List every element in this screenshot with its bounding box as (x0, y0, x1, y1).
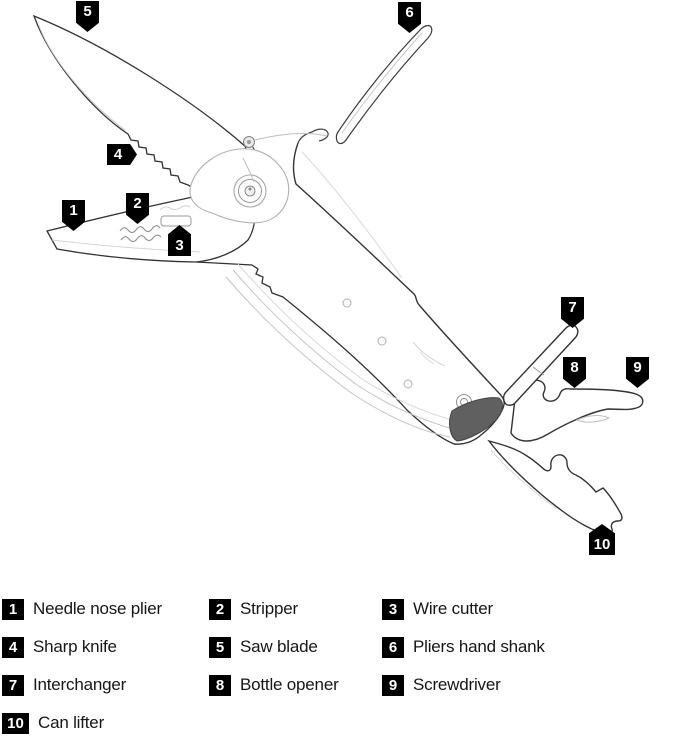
legend-number-badge: 8 (209, 674, 231, 696)
marker-flag-6: 6 (398, 2, 421, 33)
legend-label: Saw blade (240, 637, 318, 656)
can-lifter-arm (487, 439, 623, 535)
marker-number: 7 (568, 299, 577, 316)
opener-screwdriver-arm (510, 379, 644, 442)
marker-number: 8 (570, 359, 579, 376)
multitool-line-drawing (32, 14, 644, 535)
legend-number-badge: 10 (2, 712, 29, 734)
legend-label: Interchanger (33, 675, 127, 694)
marker-number: 2 (133, 195, 142, 212)
marker-number: 5 (83, 3, 92, 20)
legend-label: Screwdriver (413, 675, 501, 694)
legend-number-badge: 3 (382, 598, 404, 620)
marker-number: 9 (633, 359, 642, 376)
legend-item-sharp-knife: 4 Sharp knife (2, 628, 209, 666)
legend-item-needle-nose-plier: 1 Needle nose plier (2, 590, 209, 628)
parts-legend: 1 Needle nose plier 2 Stripper 3 Wire cu… (2, 590, 677, 737)
legend-number-badge: 2 (209, 598, 231, 620)
legend-number-badge: 7 (2, 674, 24, 696)
legend-item-stripper: 2 Stripper (209, 590, 382, 628)
legend-number-badge: 5 (209, 636, 231, 658)
legend-number-badge: 6 (382, 636, 404, 658)
marker-flag-3: 3 (168, 225, 191, 256)
legend-number-badge: 9 (382, 674, 404, 696)
pivot-head (189, 132, 328, 224)
legend-label: Wire cutter (413, 599, 493, 618)
legend-item-can-lifter: 10 Can lifter (2, 704, 209, 737)
legend-item-screwdriver: 9 Screwdriver (382, 666, 677, 704)
marker-number: 10 (593, 536, 611, 553)
legend-label: Pliers hand shank (413, 637, 545, 656)
marker-flag-7: 7 (561, 297, 584, 328)
marker-flag-8: 8 (563, 357, 586, 388)
marker-flag-1: 1 (62, 200, 85, 231)
legend-item-wire-cutter: 3 Wire cutter (382, 590, 677, 628)
legend-item-interchanger: 7 Interchanger (2, 666, 209, 704)
marker-flag-4: 4 (107, 144, 137, 165)
pliers-hand-shank (335, 24, 433, 145)
legend-item-saw-blade: 5 Saw blade (209, 628, 382, 666)
marker-flag-2: 2 (126, 193, 149, 224)
legend-number-badge: 1 (2, 598, 24, 620)
legend-item-bottle-opener: 8 Bottle opener (209, 666, 382, 704)
legend-item-pliers-hand-shank: 6 Pliers hand shank (382, 628, 677, 666)
legend-label: Stripper (240, 599, 298, 618)
legend-number-badge: 4 (2, 636, 24, 658)
marker-flag-9: 9 (626, 357, 649, 388)
marker-number: 4 (113, 146, 123, 163)
marker-number: 6 (405, 4, 414, 21)
legend-label: Sharp knife (33, 637, 117, 656)
legend-label: Can lifter (38, 713, 105, 732)
marker-number: 1 (69, 202, 78, 219)
marker-flag-5: 5 (76, 1, 99, 32)
legend-label: Bottle opener (240, 675, 339, 694)
legend-label: Needle nose plier (33, 599, 162, 618)
marker-number: 3 (175, 237, 184, 254)
